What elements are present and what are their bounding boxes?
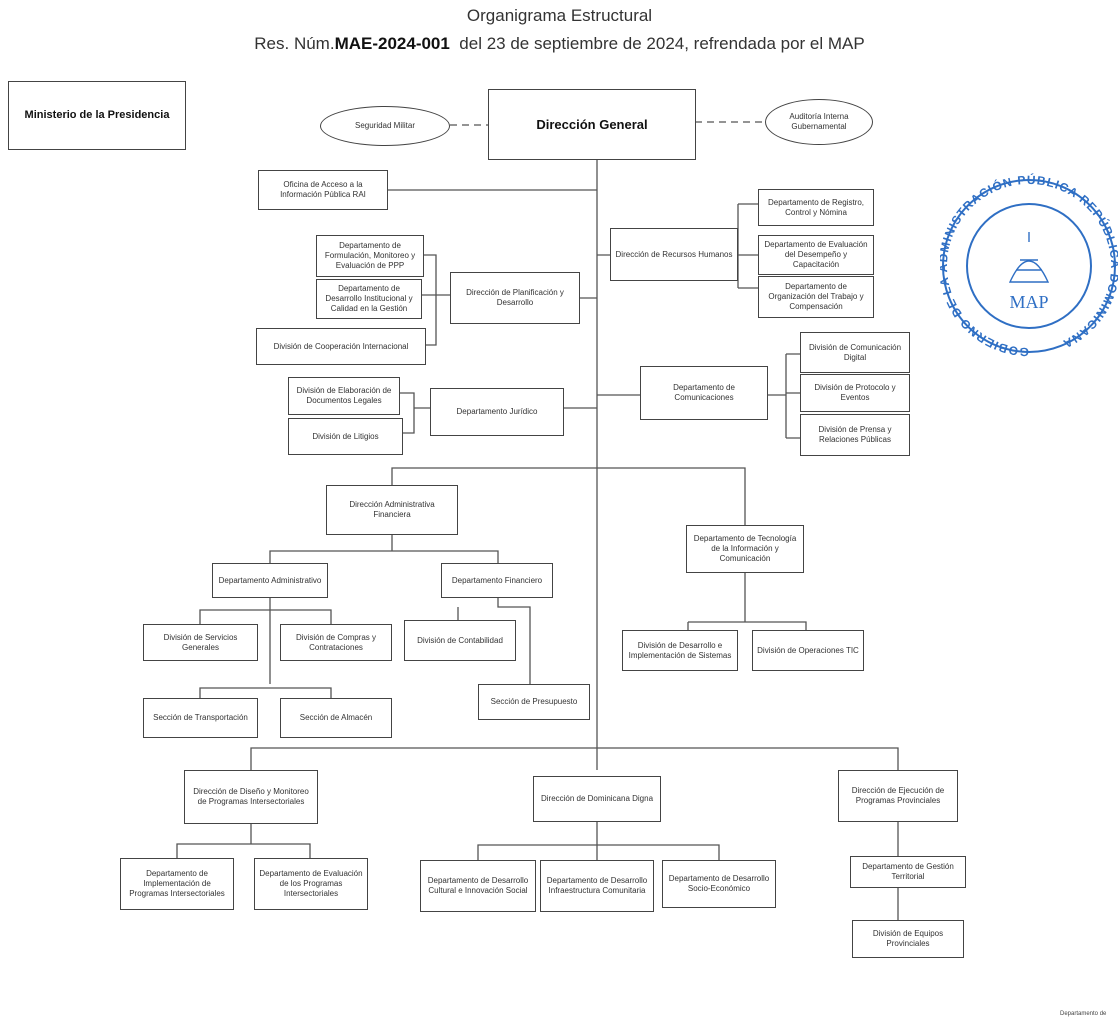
node-comunicaciones: Departamento de Comunicaciones bbox=[640, 366, 768, 420]
node-diseno-evaluacion: Departamento de Evaluación de los Progra… bbox=[254, 858, 368, 910]
node-gestion-territorial: Departamento de Gestión Territorial bbox=[850, 856, 966, 888]
node-ejecucion-provincial: Dirección de Ejecución de Programas Prov… bbox=[838, 770, 958, 822]
node-presupuesto: Sección de Presupuesto bbox=[478, 684, 590, 720]
map-stamp: GOBIERNO DE LA ADMINISTRACIÓN PÚBLICA RE… bbox=[940, 172, 1118, 359]
chart-title: Organigrama Estructural bbox=[466, 6, 653, 25]
node-digna-infraestructura: Departamento de Desarrollo Infraestructu… bbox=[540, 860, 654, 912]
node-oai: Oficina de Acceso a la Información Públi… bbox=[258, 170, 388, 210]
node-daf: Dirección Administrativa Financiera bbox=[326, 485, 458, 535]
resolution-prefix: Res. Núm. bbox=[254, 34, 335, 53]
node-equipos-provinciales: División de Equipos Provinciales bbox=[852, 920, 964, 958]
node-digna-cultural: Departamento de Desarrollo Cultural e In… bbox=[420, 860, 536, 912]
node-com-digital: División de Comunicación Digital bbox=[800, 332, 910, 373]
node-tic: Departamento de Tecnología de la Informa… bbox=[686, 525, 804, 573]
footer-note: Departamento de bbox=[1060, 1011, 1107, 1017]
node-digna-socio: Departamento de Desarrollo Socio-Económi… bbox=[662, 860, 776, 908]
ministerio-label: Ministerio de la Presidencia bbox=[8, 81, 186, 150]
node-compras: División de Compras y Contrataciones bbox=[280, 624, 392, 661]
node-plan-desarrollo: Departamento de Desarrollo Institucional… bbox=[316, 279, 422, 319]
node-rrhh: Dirección de Recursos Humanos bbox=[610, 228, 738, 281]
node-almacen: Sección de Almacén bbox=[280, 698, 392, 738]
node-com-protocolo: División de Protocolo y Eventos bbox=[800, 374, 910, 412]
node-financiero: Departamento Financiero bbox=[441, 563, 553, 598]
node-tic-desarrollo: División de Desarrollo e Implementación … bbox=[622, 630, 738, 671]
node-rrhh-evaluacion: Departamento de Evaluación del Desempeño… bbox=[758, 235, 874, 275]
stamp-center-text: MAP bbox=[1009, 292, 1048, 312]
node-com-prensa: División de Prensa y Relaciones Públicas bbox=[800, 414, 910, 456]
node-seguridad-militar: Seguridad Militar bbox=[320, 106, 450, 146]
node-plan-cooperacion: División de Cooperación Internacional bbox=[256, 328, 426, 365]
resolution-number: MAE-2024-001 bbox=[334, 34, 450, 53]
node-rrhh-organizacion: Departamento de Organización del Trabajo… bbox=[758, 276, 874, 318]
node-dominicana-digna: Dirección de Dominicana Digna bbox=[533, 776, 661, 822]
node-tic-operaciones: División de Operaciones TIC bbox=[752, 630, 864, 671]
node-transportacion: Sección de Transportación bbox=[143, 698, 258, 738]
node-direccion-general: Dirección General bbox=[488, 89, 696, 160]
node-diseno-implementacion: Departamento de Implementación de Progra… bbox=[120, 858, 234, 910]
node-administrativo: Departamento Administrativo bbox=[212, 563, 328, 598]
node-planificacion: Dirección de Planificación y Desarrollo bbox=[450, 272, 580, 324]
node-plan-formulacion: Departamento de Formulación, Monitoreo y… bbox=[316, 235, 424, 277]
node-rrhh-registro: Departamento de Registro, Control y Nómi… bbox=[758, 189, 874, 226]
resolution-date: del 23 de septiembre de 2024, refrendada… bbox=[459, 34, 865, 53]
node-serv-generales: División de Servicios Generales bbox=[143, 624, 258, 661]
node-jur-documentos: División de Elaboración de Documentos Le… bbox=[288, 377, 400, 415]
node-jur-litigios: División de Litigios bbox=[288, 418, 403, 455]
node-juridico: Departamento Jurídico bbox=[430, 388, 564, 436]
node-auditoria-interna: Auditoría Interna Gubernamental bbox=[765, 99, 873, 145]
node-diseno-monitoreo: Dirección de Diseño y Monitoreo de Progr… bbox=[184, 770, 318, 824]
resolution-line: Res. Núm.MAE-2024-001 del 23 de septiemb… bbox=[0, 34, 1119, 54]
node-contabilidad: División de Contabilidad bbox=[404, 620, 516, 661]
